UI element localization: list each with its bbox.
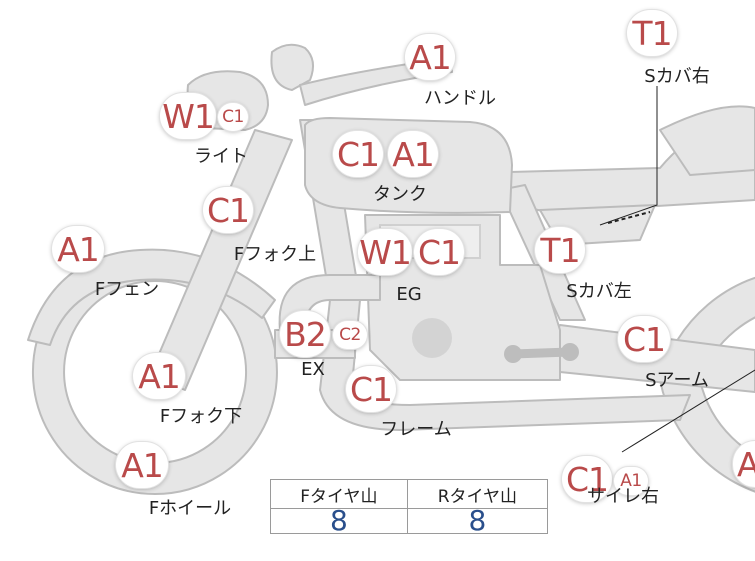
light-label: ライト	[194, 146, 248, 167]
exhaust-code-c2: C2	[333, 321, 367, 349]
tire-tread-table: Fタイヤ山 Rタイヤ山 8 8	[270, 479, 549, 535]
light-code-w1: W1	[160, 93, 216, 139]
front-fork-lower-label: Fフォク下	[159, 406, 243, 427]
exhaust-label: EX	[301, 359, 325, 380]
rear-tire-header: Rタイヤ山	[406, 479, 549, 509]
side-cover-right-code-t1: T1	[627, 10, 677, 56]
front-fender-code-a1: A1	[52, 226, 104, 272]
silencer-right-code-c1: C1	[562, 456, 612, 502]
silencer-right-code-a1: A1	[614, 467, 648, 495]
light-code-c1: C1	[218, 103, 248, 131]
engine-code-c1: C1	[414, 229, 464, 275]
tank-code-a1: A1	[388, 131, 438, 177]
handle-code-a1: A1	[405, 34, 455, 80]
front-fender-label: Fフェン	[94, 279, 160, 300]
swing-arm-label: Sアーム	[645, 370, 709, 391]
side-cover-left-label: Sカバ左	[566, 281, 632, 302]
handlebar-shape	[270, 43, 315, 91]
side-cover-right-label: Sカバ右	[644, 66, 710, 87]
rear-tire-value: 8	[406, 507, 549, 535]
swing-arm-code-c1: C1	[618, 316, 670, 362]
frame-code-c1: C1	[346, 366, 396, 412]
engine-label: EG	[396, 284, 422, 305]
front-wheel-label: Fホイール	[148, 498, 232, 519]
frame-label: フレーム	[380, 419, 452, 440]
silencer-right-label: サイレ右	[587, 486, 659, 507]
engine-code-w1: W1	[358, 229, 412, 275]
exhaust-code-b2: B2	[280, 311, 330, 357]
front-fork-lower-code-a1: A1	[133, 353, 185, 399]
handle-label: ハンドル	[424, 88, 496, 109]
front-wheel-code-a1: A1	[116, 442, 168, 488]
side-cover-left-code-t1: T1	[535, 227, 585, 273]
tank-label: タンク	[373, 184, 427, 205]
front-fork-upper-code-c1: C1	[203, 187, 253, 233]
front-fork-shape	[149, 129, 293, 391]
front-tire-value: 8	[270, 507, 408, 535]
tank-code-c1: C1	[333, 131, 383, 177]
front-fork-upper-label: Fフォク上	[233, 244, 317, 265]
rear-wheel-code-partial: A	[733, 441, 755, 487]
